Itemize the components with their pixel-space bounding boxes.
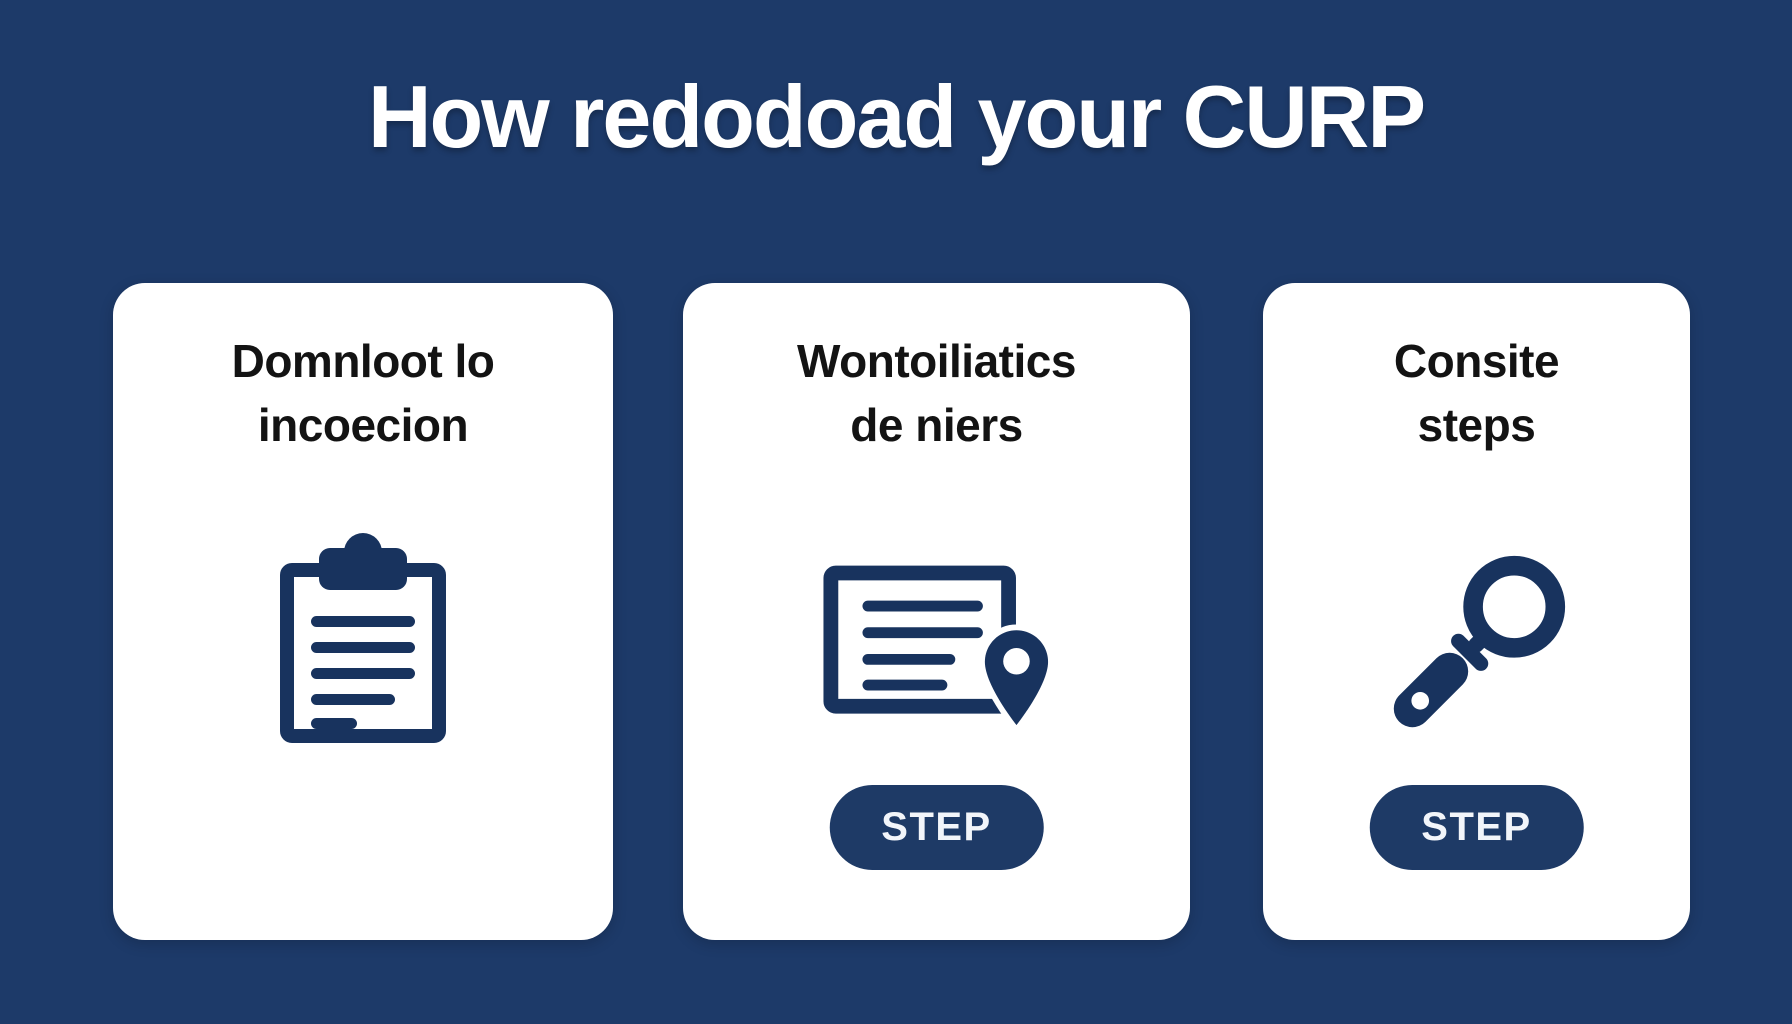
card-1-heading: Domnloot lo incoecion <box>113 329 613 458</box>
document-location-icon <box>822 565 1053 734</box>
card-3-heading-line-2: steps <box>1417 399 1536 452</box>
step-button[interactable]: STEP <box>829 785 1044 870</box>
card-2-heading: Wontoiliatics de niers <box>683 329 1190 458</box>
magnifier-icon <box>1393 555 1565 727</box>
clipboard-icon <box>280 532 446 743</box>
card-1-heading-line-1: Domnloot lo <box>231 335 495 387</box>
card-3-heading: Consite steps <box>1263 329 1690 458</box>
card-2-heading-line-1: Wontoiliatics <box>797 335 1076 387</box>
step-card-3: Consite steps STEP <box>1263 283 1690 940</box>
card-1-heading-line-2: incoecion <box>257 399 469 452</box>
step-card-1: Domnloot lo incoecion <box>113 283 613 940</box>
step-card-2: Wontoiliatics de niers STEP <box>683 283 1190 940</box>
card-3-heading-line-1: Consite <box>1393 335 1560 387</box>
page-title: How redodoad your CURP <box>367 67 1426 166</box>
step-button[interactable]: STEP <box>1369 785 1584 870</box>
location-pin-icon <box>978 624 1053 734</box>
card-2-heading-line-2: de niers <box>850 399 1023 452</box>
